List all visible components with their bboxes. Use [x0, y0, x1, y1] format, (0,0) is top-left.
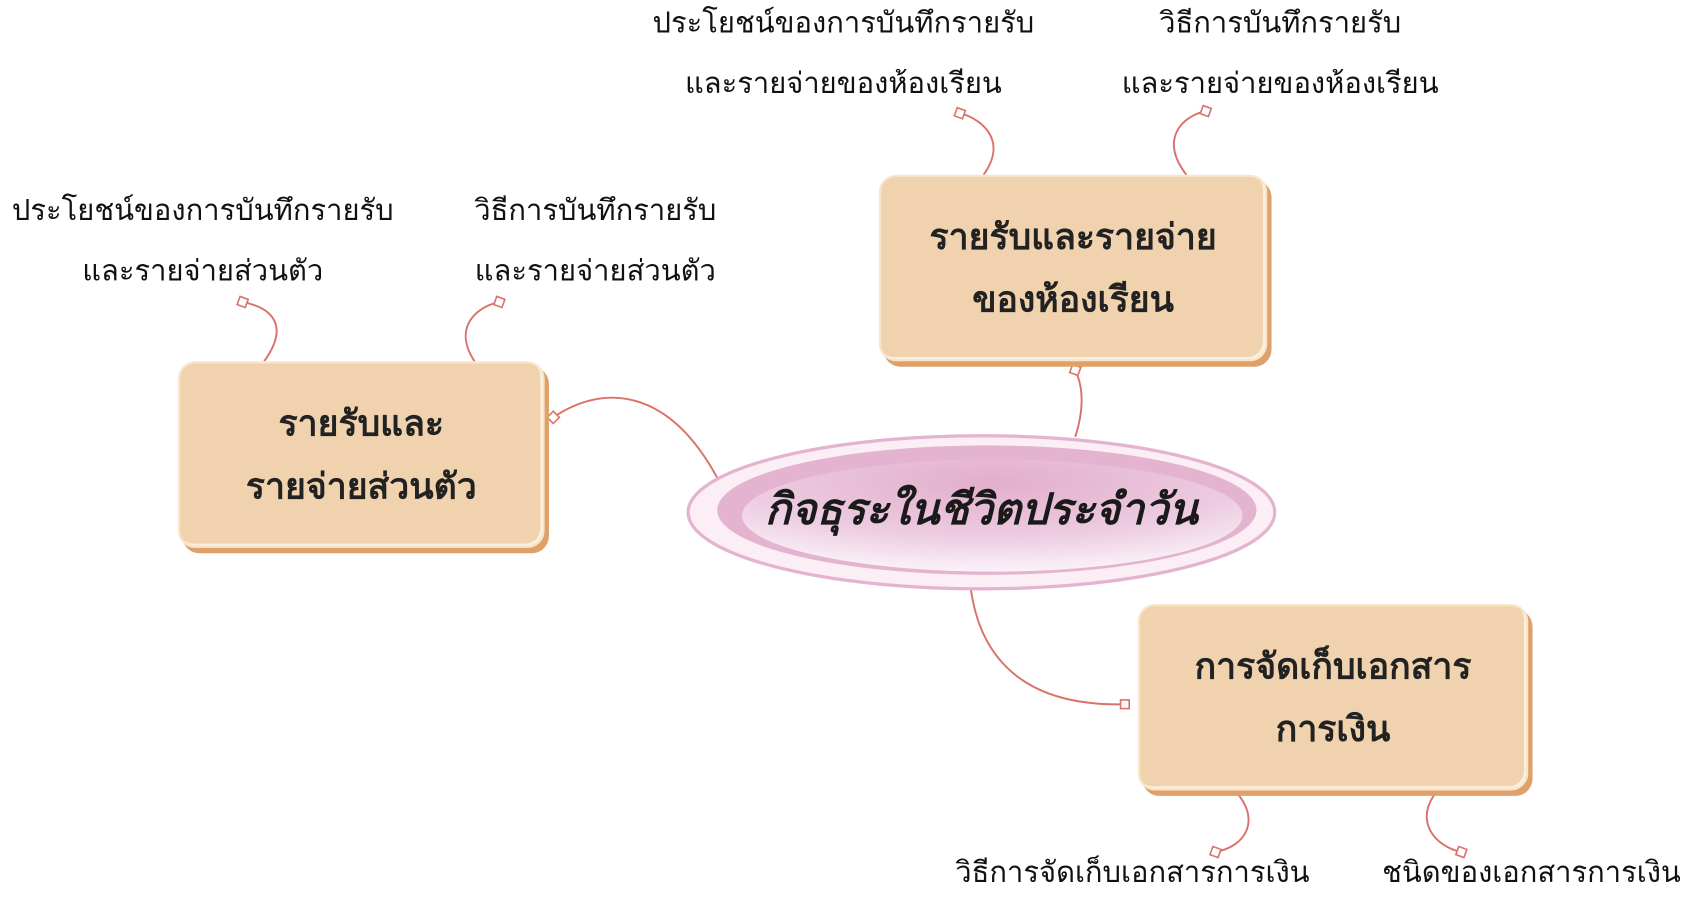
connector-branch2-leaf1 [959, 112, 995, 176]
leaf-line1: วิธีการจัดเก็บเอกสารการเงิน [955, 856, 1310, 890]
connector-center-branch2 [1074, 369, 1083, 438]
connector-center-branch1 [552, 396, 719, 479]
branch-label-line1: รายรับและ [278, 402, 445, 445]
branch-label-line1: การจัดเก็บเอกสาร [1194, 644, 1472, 687]
node-handle [1208, 845, 1223, 859]
center-ellipse [686, 434, 1277, 591]
branch-financial-documents[interactable]: การจัดเก็บเอกสาร การเงิน [1137, 603, 1529, 791]
branch-label-line2: การเงิน [1275, 706, 1391, 750]
node-handle [492, 295, 506, 309]
connector-branch3-leaf1 [1215, 789, 1250, 853]
branch-classroom-income-expense[interactable]: รายรับและรายจ่าย ของห้องเรียน [878, 174, 1268, 362]
central-topic: กิจธุระในชีวิตประจำวัน [764, 484, 1198, 535]
leaf-classroom-benefits[interactable]: ประโยชน์ของการบันทึกรายรับ และรายจ่ายของ… [653, 0, 1035, 114]
leaf-line1: วิธีการบันทึกรายรับ [1159, 6, 1402, 40]
connector-branch1-leaf1 [242, 301, 278, 362]
branch-label-line1: รายรับและรายจ่าย [929, 215, 1217, 258]
node-handle [236, 295, 250, 309]
leaf-line1: ชนิดของเอกสารการเงิน [1382, 856, 1681, 890]
leaf-document-storage-method[interactable]: วิธีการจัดเก็บเอกสารการเงิน [955, 843, 1309, 903]
leaf-line1: วิธีการบันทึกรายรับ [474, 194, 717, 228]
connector-center-branch3 [969, 587, 1125, 706]
branch-label-line2: ของห้องเรียน [972, 277, 1174, 320]
node-handle [1068, 363, 1082, 377]
leaf-line1: ประโยชน์ของการบันทึกรายรับ [11, 194, 394, 228]
node-handle [1454, 845, 1468, 859]
leaf-line2: และรายจ่ายส่วนตัว [474, 254, 716, 288]
leaf-line1: ประโยชน์ของการบันทึกรายรับ [652, 6, 1035, 40]
leaf-personal-method[interactable]: วิธีการบันทึกรายรับ และรายจ่ายส่วนตัว [474, 181, 716, 302]
node-handle [953, 106, 967, 120]
connector-branch1-leaf2 [464, 301, 500, 362]
node-handle [1119, 699, 1130, 710]
branch-label-line2: รายจ่ายส่วนตัว [245, 464, 477, 507]
node-handle [1199, 104, 1213, 118]
leaf-line2: และรายจ่ายของห้องเรียน [684, 66, 1002, 101]
leaf-line2: และรายจ่ายของห้องเรียน [1121, 66, 1439, 101]
branch-personal-income-expense[interactable]: รายรับและ รายจ่ายส่วนตัว [177, 361, 545, 548]
leaf-personal-benefits[interactable]: ประโยชน์ของการบันทึกรายรับ และรายจ่ายส่ว… [12, 181, 394, 302]
leaf-document-types[interactable]: ชนิดของเอกสารการเงิน [1382, 843, 1681, 903]
connector-branch3-leaf2 [1425, 789, 1462, 853]
connector-branch2-leaf2 [1173, 110, 1206, 176]
node-handle [546, 410, 561, 425]
leaf-classroom-method[interactable]: วิธีการบันทึกรายรับ และรายจ่ายของห้องเรี… [1122, 0, 1439, 114]
leaf-line2: และรายจ่ายส่วนตัว [82, 254, 324, 288]
